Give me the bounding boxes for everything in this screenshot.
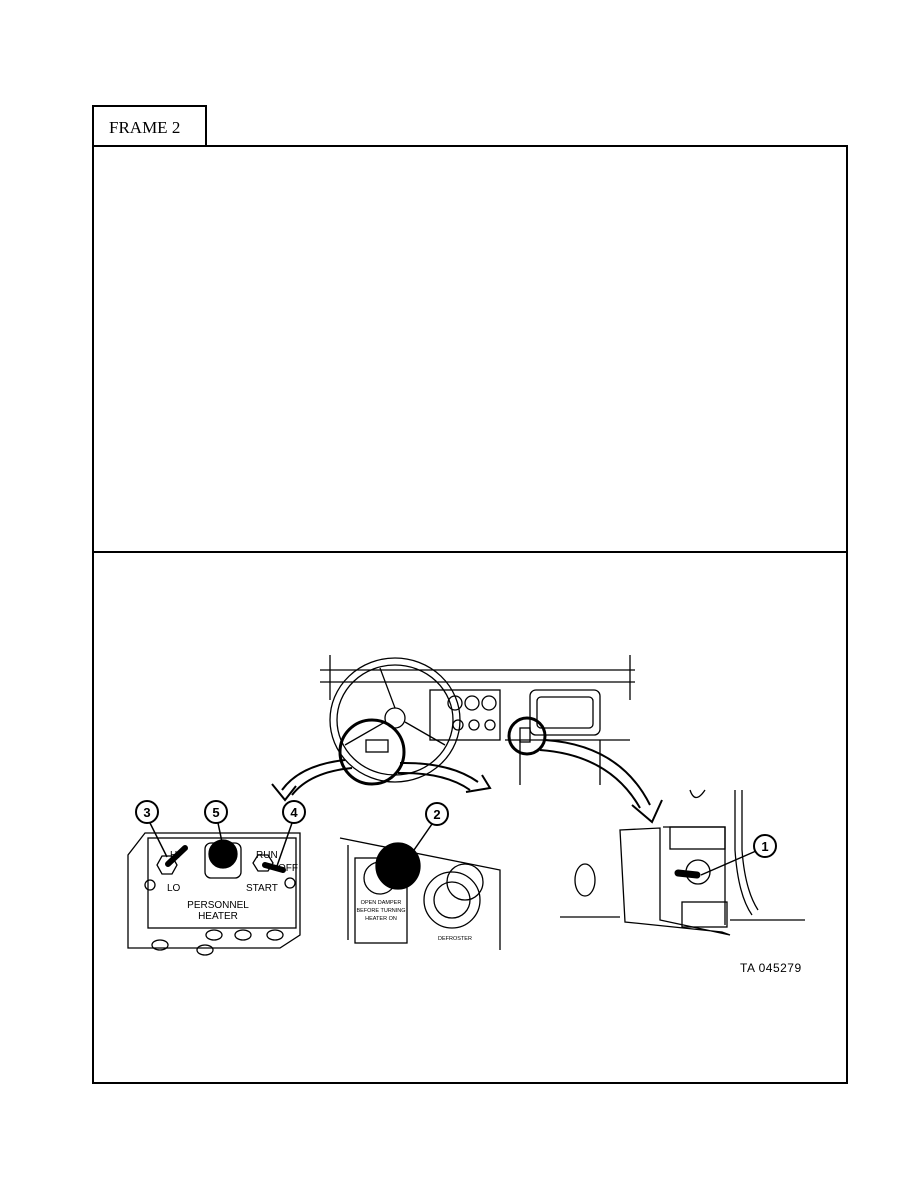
frame-label: FRAME 2	[92, 105, 207, 145]
heater-title-line1: PERSONNEL	[187, 900, 249, 911]
damper-warning-line1: OPEN DAMPER	[361, 900, 402, 906]
arrow-right	[539, 739, 663, 824]
callout-3	[135, 800, 168, 858]
callout-1	[700, 834, 777, 876]
arrow-middle	[397, 761, 492, 793]
damper-warning-line3: HEATER ON	[365, 916, 397, 922]
callout-2	[413, 802, 449, 851]
damper-defroster-panel	[339, 837, 501, 950]
heater-title-line2: HEATER	[198, 911, 238, 922]
off-label: OFF	[278, 863, 298, 874]
arrow-left	[271, 759, 353, 802]
figure-id: TA 045279	[740, 961, 802, 975]
callout-5	[204, 800, 228, 843]
callout-5-label: 5	[212, 805, 219, 820]
switch-hi-label: HI	[170, 850, 180, 861]
switch-lo-label: LO	[167, 883, 181, 894]
heater-switch-plate	[560, 789, 805, 936]
dashboard-drawing	[320, 655, 635, 786]
start-label: START	[246, 883, 278, 894]
callout-3-label: 3	[143, 805, 150, 820]
callout-4-label: 4	[290, 805, 298, 820]
callout-1-label: 1	[761, 839, 768, 854]
callout-2-label: 2	[433, 807, 440, 822]
run-label: RUN	[256, 850, 278, 861]
personnel-heater-panel	[127, 832, 301, 956]
callout-4	[276, 800, 306, 867]
damper-warning-line2: BEFORE TURNING	[356, 908, 405, 914]
defroster-label: DEFROSTER	[438, 936, 472, 942]
frame-box	[92, 145, 848, 1084]
frame-divider	[94, 551, 846, 553]
